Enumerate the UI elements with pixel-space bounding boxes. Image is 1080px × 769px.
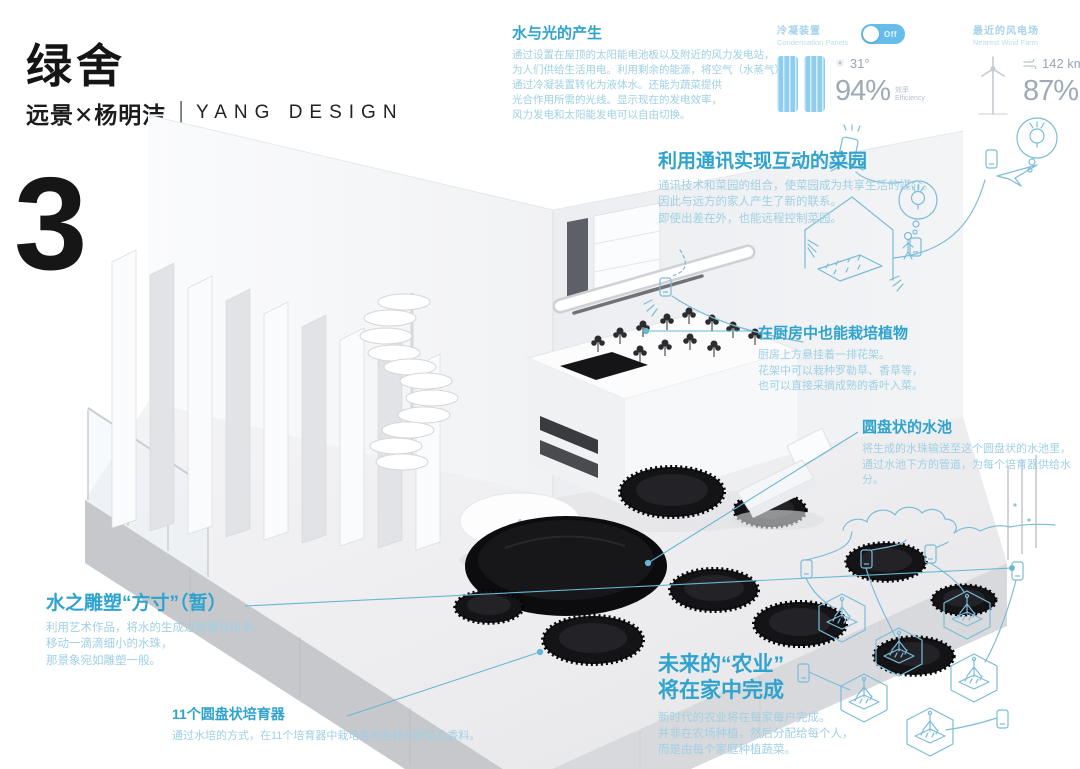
solar-panels-icon: [777, 56, 825, 112]
page-title: 绿舍: [26, 40, 126, 92]
power-toggle[interactable]: Off: [861, 24, 905, 44]
annotation-title: 在厨房中也能栽培植物: [758, 325, 909, 342]
water-sculpture: [1007, 455, 1037, 560]
wind-label-en: Nearest Wind Farm: [973, 38, 1039, 47]
annotation-title: 圆盘状的水池: [862, 419, 953, 436]
annotation-title-line1: 未来的“农业”: [658, 653, 784, 676]
solar-efficiency-value: 94%: [835, 75, 891, 107]
toggle-label: Off: [884, 29, 898, 39]
annotation-body: 通过设置在屋顶的太阳能电池板以及附近的风力发电站，为人们供给生活用电。利用剩余的…: [512, 49, 785, 121]
subtitle: 远景✕杨明洁 | YANG DESIGN: [26, 96, 404, 130]
temperature-value: 31°: [849, 56, 870, 71]
annotation-body: 厨房上方悬挂着一排花架。花架中可以栽种罗勒草、香草等，也可以直接采摘成熟的香叶入…: [758, 349, 923, 393]
annotation-title: 利用通讯实现互动的菜园: [658, 151, 868, 172]
efficiency-caption: 效率 Efficiency: [895, 86, 925, 103]
annotation-title: 水与光的产生: [512, 25, 603, 42]
lineart-thought-bubble-left: [898, 180, 938, 257]
wind-speed-value: 142 km/h: [1042, 56, 1080, 71]
solar-panel: [804, 56, 825, 112]
lineart-plane-bubble: [892, 117, 1058, 259]
lineart-cloud: [842, 506, 1056, 534]
annotation-title: 11个圆盘状培育器: [172, 706, 285, 722]
sun-icon: ☀: [835, 58, 845, 70]
annotation-title: 水之雕塑“方寸”（暂）: [46, 593, 227, 614]
subtitle-divider: |: [178, 96, 184, 129]
annotation-garden-comm: 利用通讯实现互动的菜园 通讯技术和菜园的组合，使菜园成为共享生活的媒介。因此与远…: [658, 146, 958, 227]
annotation-body: 通过水培的方式，在11个培育器中栽培各种各样的蔬菜及香料。: [172, 730, 481, 742]
annotation-connectors: [244, 327, 1015, 717]
brand-name: YANG DESIGN: [196, 102, 404, 123]
annotation-planters: 11个圆盘状培育器 通过水培的方式，在11个培育器中栽培各种各样的蔬菜及香料。: [172, 704, 532, 745]
annotation-future-farming: 未来的“农业” 将在家中完成 新时代的农业将在每家每户完成。并非在农场种植，然后…: [658, 652, 928, 758]
annotation-body: 通讯技术和菜园的组合，使菜园成为共享生活的媒介。因此与远方的家人产生了新的联系。…: [658, 180, 934, 225]
condensation-widget: 冷凝装置 Condensation Panels Off ☀ 31° 94%: [777, 22, 927, 118]
wind-efficiency-value: 87%: [1023, 75, 1079, 107]
status-widgets: 冷凝装置 Condensation Panels Off ☀ 31° 94%: [777, 22, 1080, 118]
water-pool: [465, 516, 667, 616]
section-number: 3: [14, 150, 88, 297]
condensation-label-cn: 冷凝装置: [777, 26, 821, 37]
annotation-pool: 圆盘状的水池 将生成的水珠输送至这个圆盘状的水池里，通过水池下方的管道，为每个培…: [862, 416, 1077, 489]
wind-widget: 最近的风电场 Nearest Wind Farm 142 k: [973, 22, 1080, 118]
hanging-light-rail: [552, 244, 756, 315]
chaise-lounge: [732, 427, 833, 530]
wind-label-cn: 最近的风电场: [973, 26, 1039, 37]
solar-panel: [777, 56, 798, 112]
toggle-knob: [863, 26, 879, 42]
annotation-body: 新时代的农业将在每家每户完成。并非在农场种植，然后分配给每个人，而是由每个家庭种…: [658, 711, 854, 757]
wind-icon: [1023, 58, 1037, 69]
annotation-sculpture: 水之雕塑“方寸”（暂） 利用艺术作品，将水的生成过程展现出来。移动一滴滴细小的水…: [46, 588, 306, 669]
annotation-body: 利用艺术作品，将水的生成过程展现出来。移动一滴滴细小的水珠，那景象宛如雕塑一般。: [46, 622, 265, 667]
annotation-kitchen: 在厨房中也能栽培植物 厨房上方悬挂着一排花架。花架中可以栽种罗勒草、香草等，也可…: [758, 322, 948, 395]
annotation-title-line2: 将在家中完成: [658, 679, 784, 703]
annotation-water-light: 水与光的产生 通过设置在屋顶的太阳能电池板以及附近的风力发电站，为人们供给生活用…: [512, 22, 790, 123]
accordion-panels: [111, 249, 441, 551]
lineart-hands-phone: [828, 124, 903, 184]
lineart-smart-garden-house: [804, 196, 914, 292]
condensation-label-en: Condensation Panels: [777, 38, 849, 47]
annotation-body: 将生成的水珠输送至这个圆盘状的水池里，通过水池下方的管道，为每个培育器供给水分。: [862, 443, 1071, 487]
spiral-staircase: [359, 293, 459, 471]
collab-names: 远景✕杨明洁: [26, 102, 167, 128]
lineart-phone-island: [643, 249, 804, 343]
wind-turbine-icon: [978, 56, 1008, 115]
